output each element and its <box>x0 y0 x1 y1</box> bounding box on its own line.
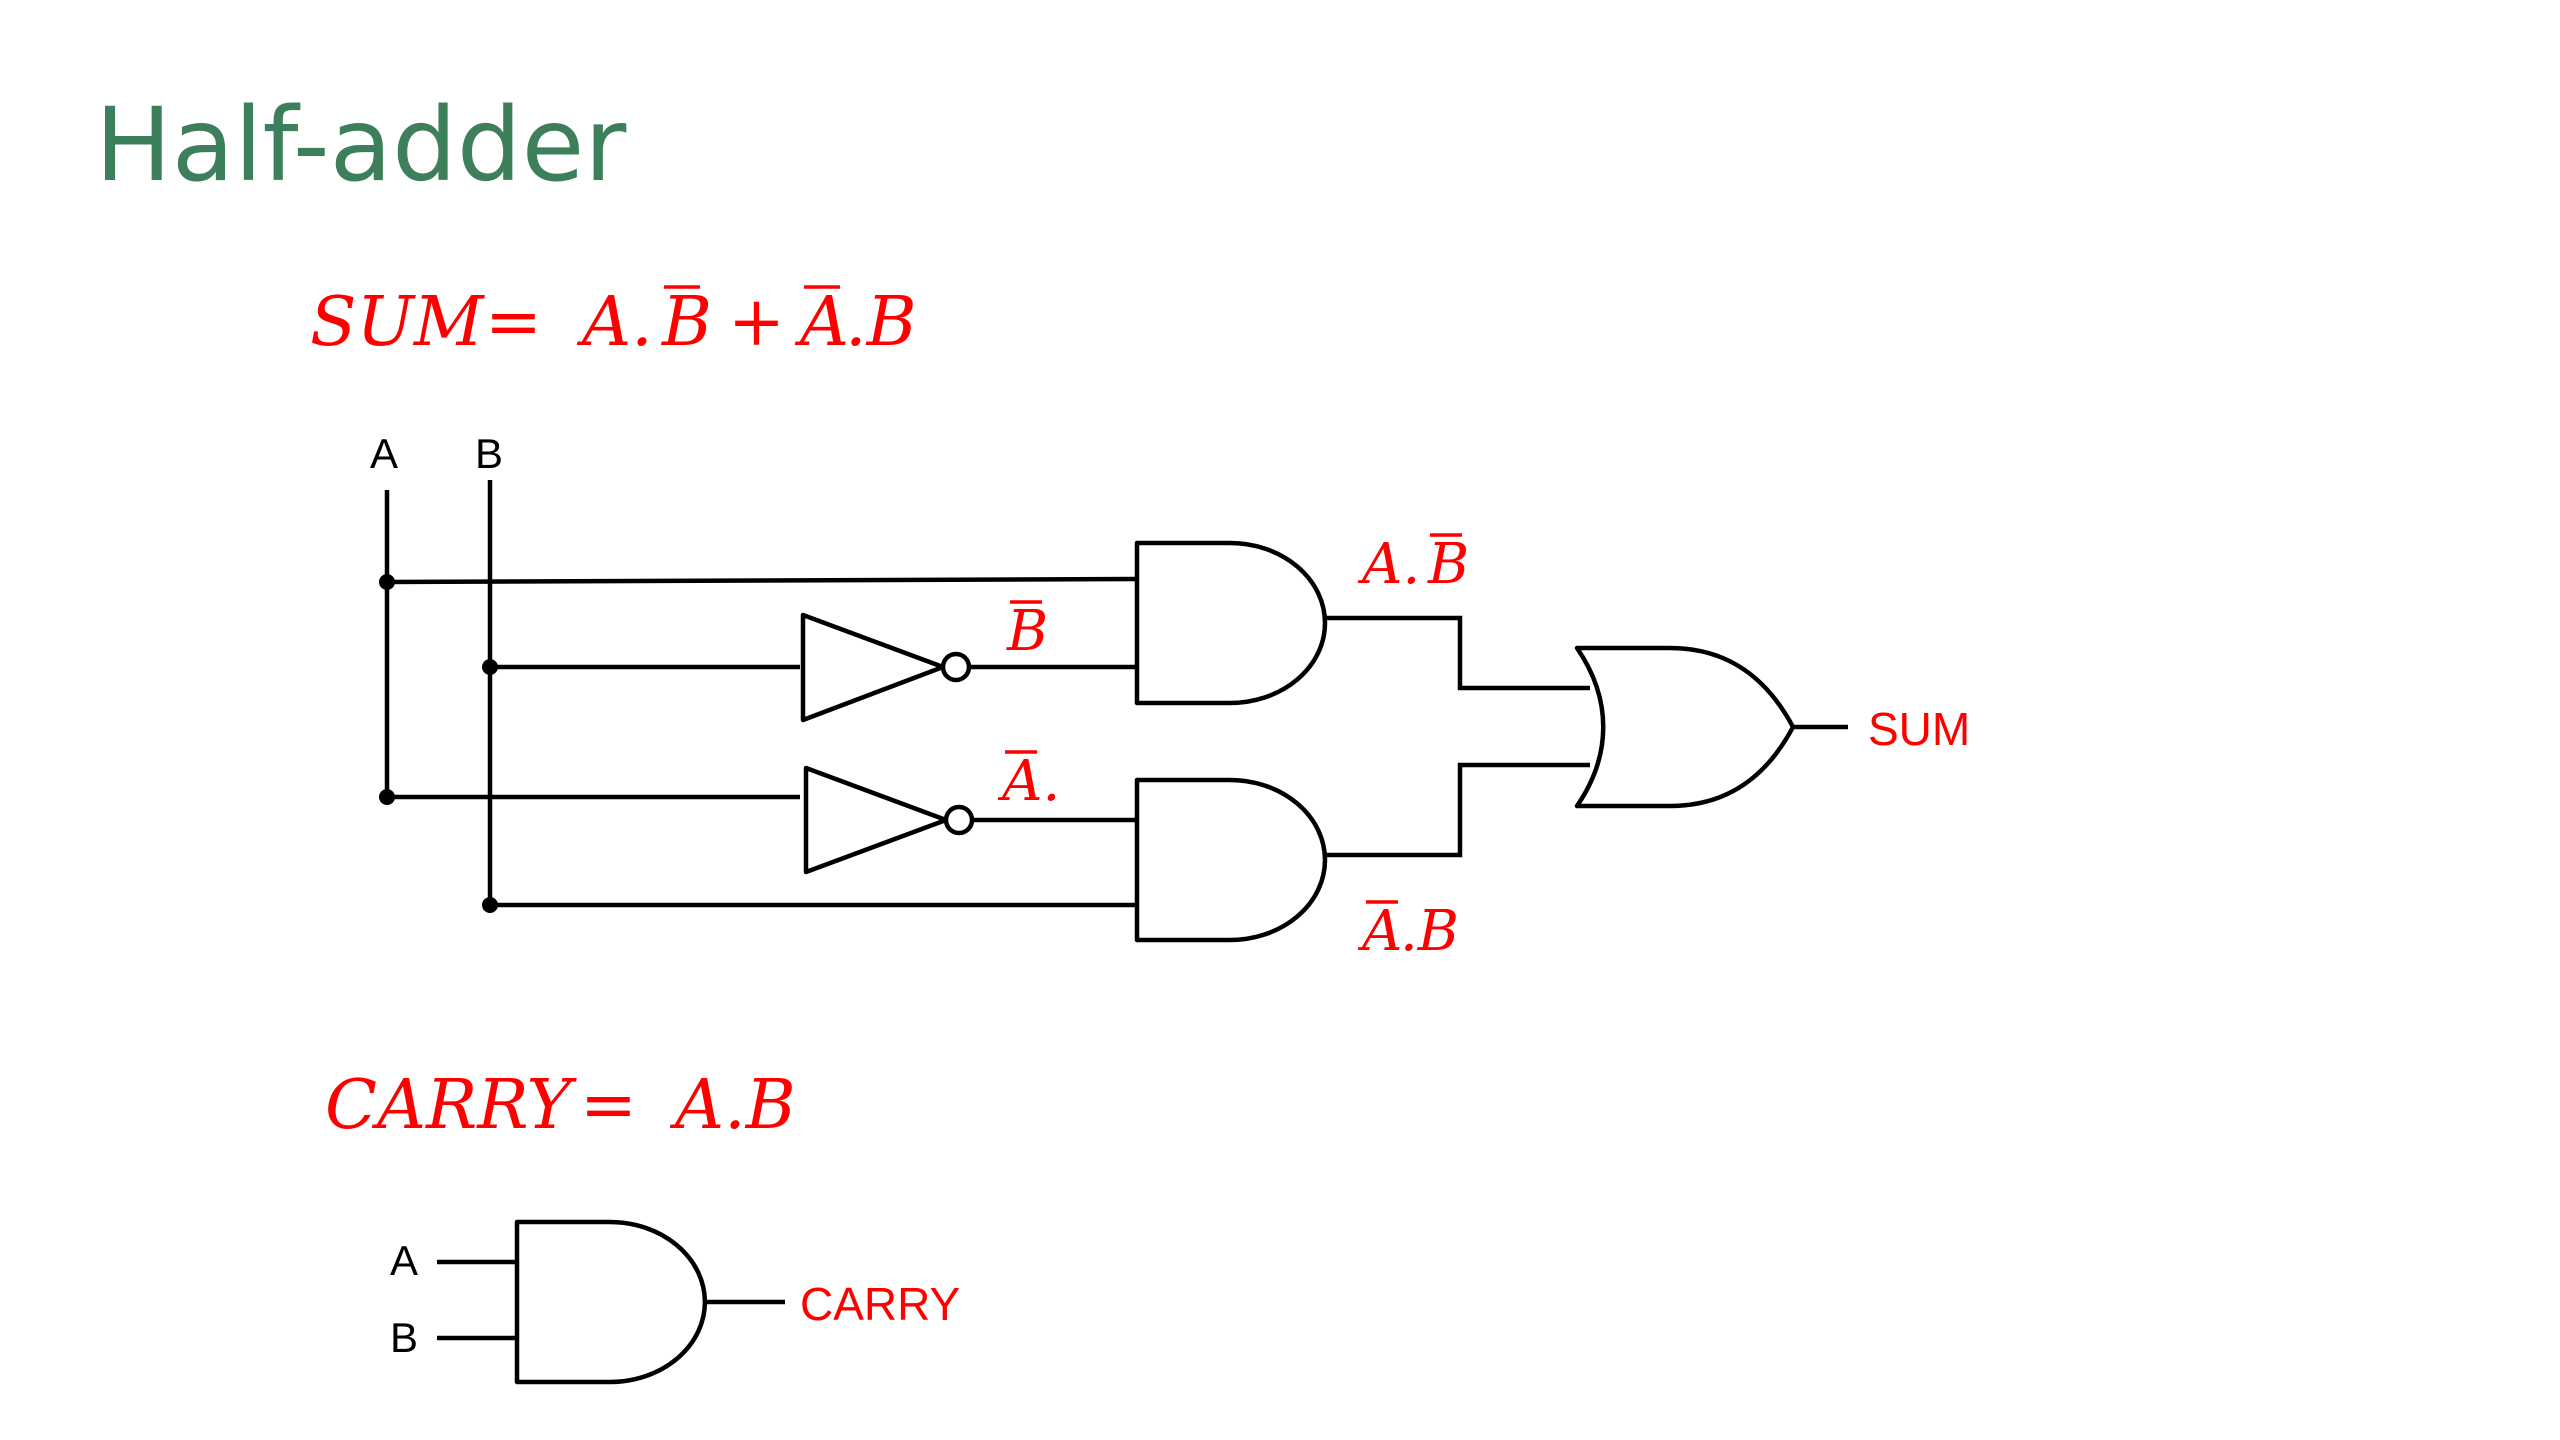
svg-text:B: B <box>1427 532 1469 597</box>
not-gate-b <box>800 612 972 723</box>
sum-output-label: SUM <box>1868 703 1970 755</box>
not-gate-a <box>803 765 975 875</box>
not-a-label: A. <box>997 749 1060 814</box>
sum-eq-label: SUM <box>310 283 486 362</box>
sum-eq-plus: + <box>728 283 785 362</box>
junction-a-bottom <box>379 789 395 805</box>
and2-output-label: A .B <box>1357 899 1459 964</box>
sum-eq-term1-a: A. <box>576 283 653 362</box>
sum-eq-term1-b: B <box>660 283 712 362</box>
page-title: Half-adder <box>95 86 626 205</box>
sum-circuit-wires <box>384 480 1848 908</box>
svg-text:A.: A. <box>1357 532 1420 597</box>
svg-text:B: B <box>1006 599 1048 664</box>
svg-text:A.: A. <box>997 749 1060 814</box>
input-a-label: A <box>370 430 398 477</box>
junction-b-bottom <box>482 897 498 913</box>
and1-output-label: A. B <box>1357 532 1469 597</box>
input-b-label: B <box>475 430 503 477</box>
carry-eq-rhs: A.B <box>669 1066 796 1145</box>
wire-and2-to-or <box>1325 762 1590 858</box>
or-gate <box>1574 645 1796 809</box>
carry-eq-equals: = <box>580 1066 637 1145</box>
carry-equation: CARRY = A.B <box>325 1066 796 1145</box>
and-gate-carry <box>514 1219 708 1385</box>
sum-eq-term2-b: .B <box>845 283 917 362</box>
svg-text:A: A <box>1357 899 1402 964</box>
junction-a-top <box>379 574 395 590</box>
wire-a-to-and1 <box>386 576 1136 585</box>
carry-eq-label: CARRY <box>325 1066 577 1145</box>
carry-circuit: A B CARRY <box>390 1219 960 1385</box>
junction-b-top <box>482 659 498 675</box>
carry-input-b-label: B <box>390 1314 418 1361</box>
and-gate-1 <box>1134 540 1328 706</box>
carry-input-a-label: A <box>390 1237 418 1284</box>
and-gate-2 <box>1134 777 1328 943</box>
svg-text:.B: .B <box>1400 899 1459 964</box>
sum-equation: SUM = A. B + A .B <box>310 283 917 362</box>
not-b-label: B <box>1006 599 1048 664</box>
wire-and1-to-or <box>1325 615 1590 691</box>
carry-output-label: CARRY <box>800 1278 960 1330</box>
sum-eq-equals: = <box>485 283 542 362</box>
sum-eq-term2-a: A <box>794 283 849 362</box>
